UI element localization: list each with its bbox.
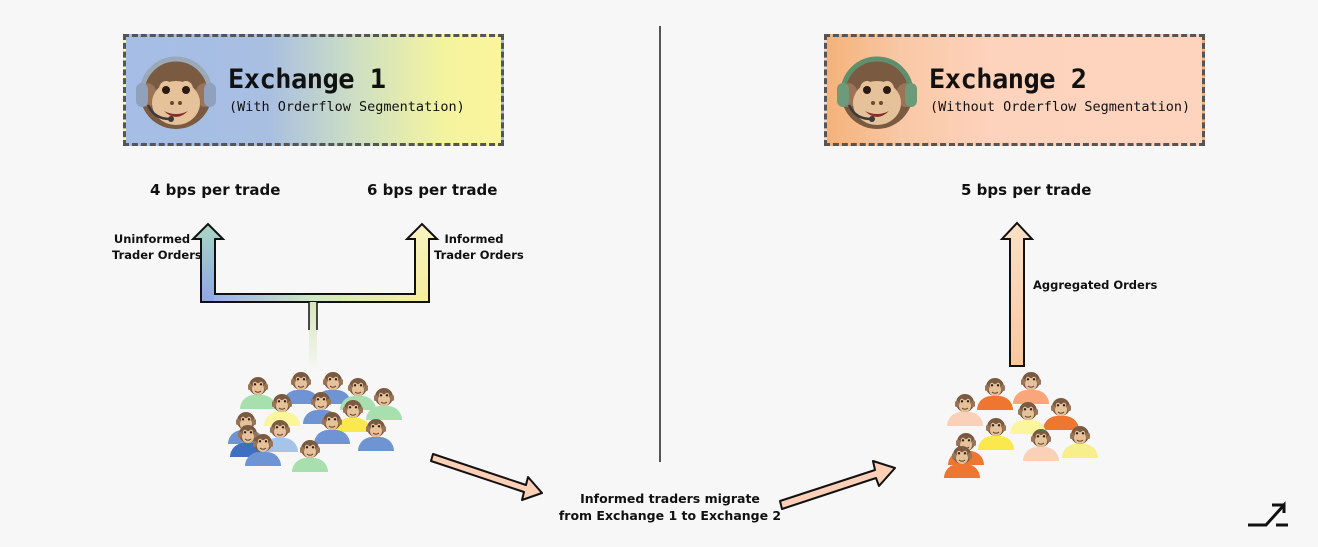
monkey-face-icon xyxy=(1070,426,1090,444)
trader-figure xyxy=(358,417,394,455)
informed-orders-line2: Trader Orders xyxy=(434,248,524,262)
aggregated-orders-arrow xyxy=(999,221,1035,367)
trader-body xyxy=(978,436,1014,450)
right-branch-arrow xyxy=(313,222,440,303)
trader-figure xyxy=(245,432,281,470)
trader-figure xyxy=(1013,370,1049,408)
trader-figure xyxy=(1043,396,1079,434)
trader-body xyxy=(314,430,350,444)
exchange-1-right-fee: 6 bps per trade xyxy=(367,181,498,199)
trader-figure xyxy=(1023,427,1059,465)
trader-figure xyxy=(944,444,980,482)
exchange-1-left-fee: 4 bps per trade xyxy=(150,181,281,199)
monkey-face-icon xyxy=(1051,398,1071,416)
trader-figure xyxy=(240,375,276,413)
monkey-face-icon xyxy=(366,419,386,437)
trader-body xyxy=(977,396,1013,410)
monkey-face-icon xyxy=(985,378,1005,396)
exchange-2-title: Exchange 2 xyxy=(929,64,1087,95)
trader-figure xyxy=(283,370,319,408)
monkey-headset-icon xyxy=(837,56,917,129)
exchange-1-title: Exchange 1 xyxy=(228,64,386,95)
exchange-2-fee: 5 bps per trade xyxy=(961,181,1092,199)
fork-horizontal-bar xyxy=(214,295,416,301)
trader-body xyxy=(335,418,371,432)
exchange-1-box: Exchange 1 (With Orderflow Segmentation) xyxy=(123,34,504,146)
trader-body xyxy=(1062,444,1098,458)
monkey-face-icon xyxy=(1021,372,1041,390)
trader-body xyxy=(292,458,328,472)
brand-arrow-logo-icon xyxy=(1248,501,1288,527)
trader-body xyxy=(1043,416,1079,430)
uninformed-orders-line1: Uninformed xyxy=(113,232,191,246)
trader-body xyxy=(264,412,300,426)
monkey-face-icon xyxy=(291,372,311,390)
fork-stem xyxy=(309,302,317,372)
monkey-face-icon xyxy=(322,412,342,430)
exchange-2-box: Exchange 2 (Without Orderflow Segmentati… xyxy=(824,34,1205,146)
trader-figure xyxy=(335,398,371,436)
monkey-face-icon xyxy=(300,440,320,458)
trader-figure xyxy=(264,392,300,430)
exchange-1-subtitle: (With Orderflow Segmentation) xyxy=(229,99,465,115)
monkey-face-icon xyxy=(986,418,1006,436)
trader-body xyxy=(944,464,980,478)
monkey-face-icon xyxy=(374,388,394,406)
migration-arrow-right xyxy=(779,460,896,510)
trader-figure xyxy=(366,386,402,424)
trader-body xyxy=(1013,390,1049,404)
uninformed-orders-label: Uninformed Trader Orders xyxy=(112,231,202,263)
trader-figure xyxy=(947,392,983,430)
left-branch-arrow xyxy=(190,222,313,303)
monkey-face-icon xyxy=(348,378,368,396)
migration-arrow-left xyxy=(430,453,543,501)
monkey-face-icon xyxy=(955,394,975,412)
trader-body xyxy=(240,395,276,409)
trader-body xyxy=(947,412,983,426)
trader-body xyxy=(1023,447,1059,461)
informed-orders-line1: Informed xyxy=(444,232,504,246)
migration-line2: from Exchange 1 to Exchange 2 xyxy=(558,508,782,523)
trader-figure xyxy=(1062,424,1098,462)
trader-figure xyxy=(978,416,1014,454)
trader-figure xyxy=(314,410,350,448)
monkey-face-icon xyxy=(343,400,363,418)
trader-figure xyxy=(977,376,1013,414)
monkey-face-icon xyxy=(1018,402,1038,420)
migration-caption: Informed traders migrate from Exchange 1… xyxy=(550,490,790,524)
monkey-face-icon xyxy=(323,372,343,390)
monkey-face-icon xyxy=(1031,429,1051,447)
trader-body xyxy=(245,452,281,466)
informed-orders-label: Informed Trader Orders xyxy=(434,231,524,263)
section-divider xyxy=(659,26,661,462)
exchange-2-subtitle: (Without Orderflow Segmentation) xyxy=(930,99,1191,115)
trader-body xyxy=(366,406,402,420)
monkey-face-icon xyxy=(952,446,972,464)
trader-body xyxy=(358,437,394,451)
migration-line1: Informed traders migrate xyxy=(580,491,760,506)
trader-figure xyxy=(292,438,328,476)
trader-body xyxy=(283,390,319,404)
monkey-face-icon xyxy=(253,434,273,452)
monkey-face-icon xyxy=(270,420,290,438)
monkey-face-icon xyxy=(311,392,331,410)
monkey-face-icon xyxy=(272,394,292,412)
uninformed-orders-line2: Trader Orders xyxy=(112,248,202,262)
monkey-face-icon xyxy=(248,377,268,395)
monkey-face-icon xyxy=(238,425,258,443)
aggregated-orders-label: Aggregated Orders xyxy=(1033,278,1158,292)
monkey-headset-icon xyxy=(136,56,216,129)
